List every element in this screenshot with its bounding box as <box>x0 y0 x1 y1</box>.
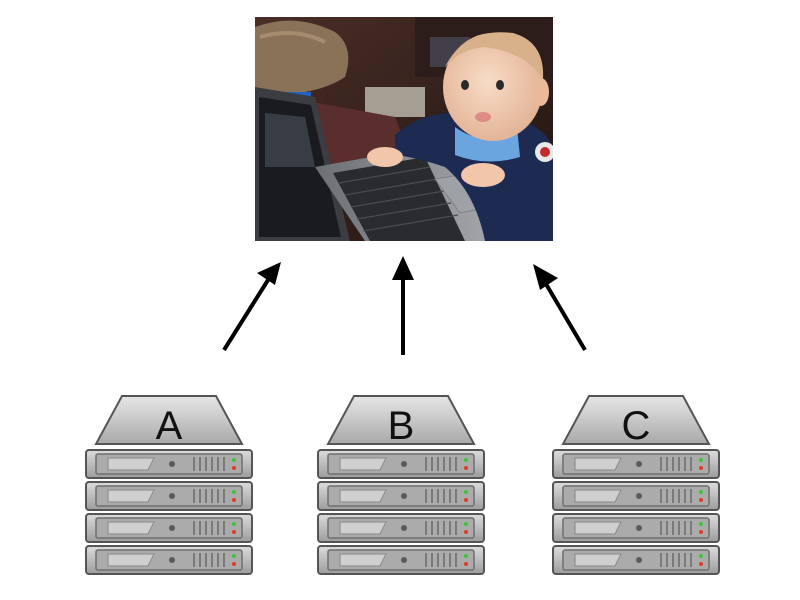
server-icon <box>552 395 720 575</box>
server-icon <box>85 395 253 575</box>
server-b: B <box>316 392 486 582</box>
server-icon <box>317 395 485 575</box>
server-a: A <box>84 392 254 582</box>
server-c: C <box>551 392 721 582</box>
arrow-b-to-photo <box>392 256 414 355</box>
baby-laptop-photo <box>255 17 553 241</box>
server-label: B <box>387 404 415 448</box>
arrow-a-to-photo <box>222 262 281 352</box>
arrow-c-to-photo <box>533 264 587 352</box>
server-label: A <box>155 404 183 448</box>
server-label: C <box>621 404 651 448</box>
